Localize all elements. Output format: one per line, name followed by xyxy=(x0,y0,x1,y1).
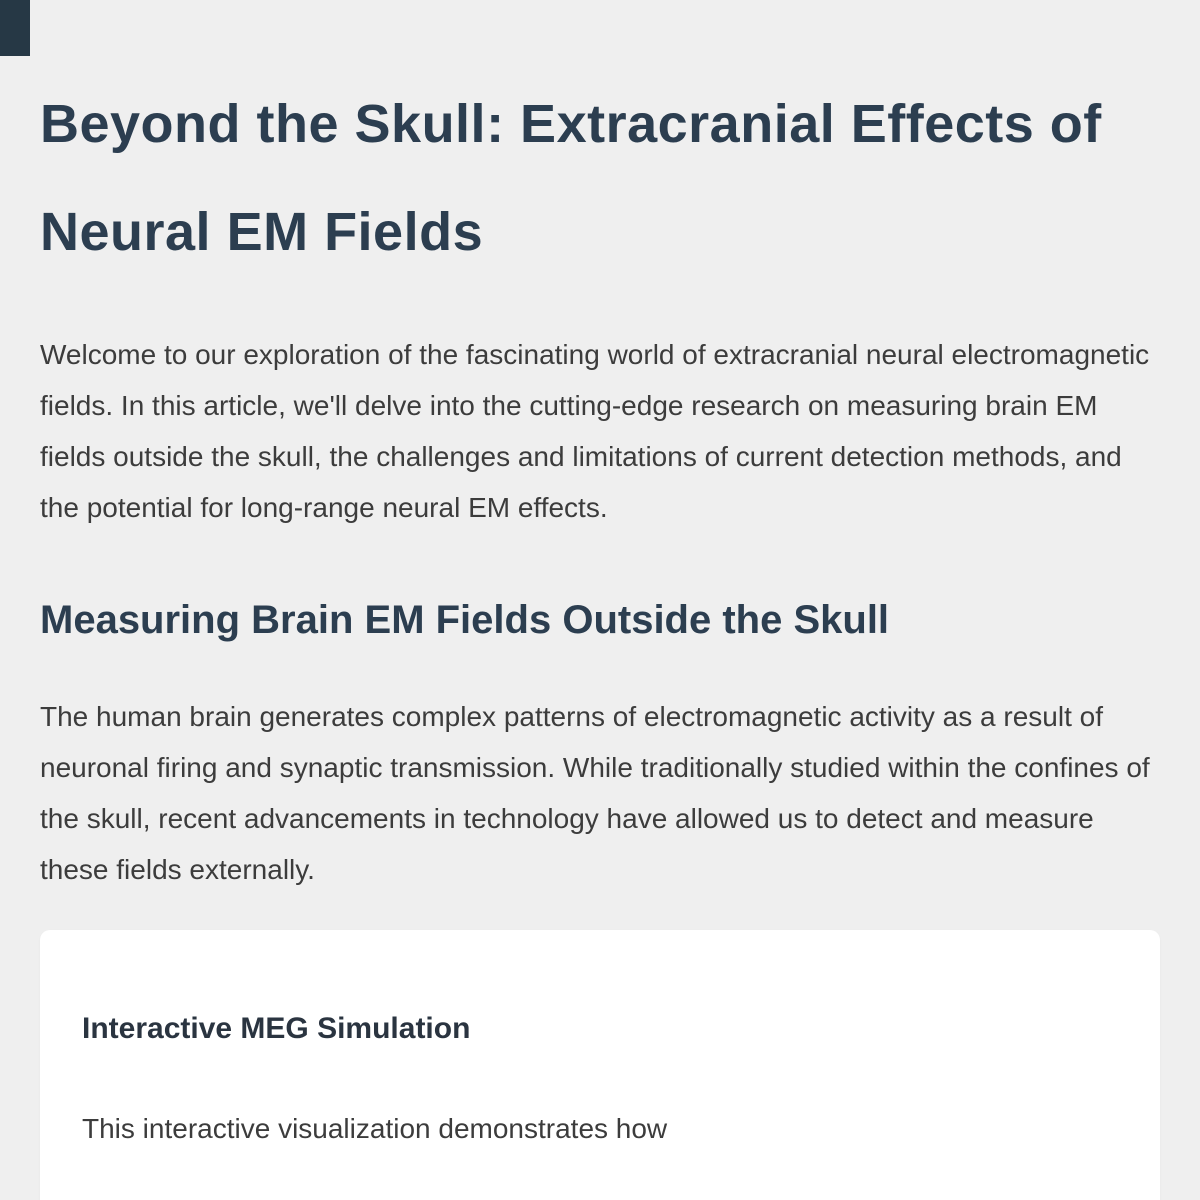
page-title: Beyond the Skull: Extracranial Effects o… xyxy=(40,94,1102,262)
meg-simulation-card: Interactive MEG Simulation This interact… xyxy=(40,929,1160,1200)
corner-accent xyxy=(0,0,30,56)
card-heading: Interactive MEG Simulation xyxy=(82,1011,471,1045)
section-paragraph: The human brain generates complex patter… xyxy=(40,700,1150,885)
card-description: This interactive visualization demonstra… xyxy=(82,1112,668,1144)
section-heading-measuring: Measuring Brain EM Fields Outside the Sk… xyxy=(40,597,890,642)
article-content: Beyond the Skull: Extracranial Effects o… xyxy=(0,70,1200,1200)
intro-paragraph: Welcome to our exploration of the fascin… xyxy=(40,339,1150,523)
